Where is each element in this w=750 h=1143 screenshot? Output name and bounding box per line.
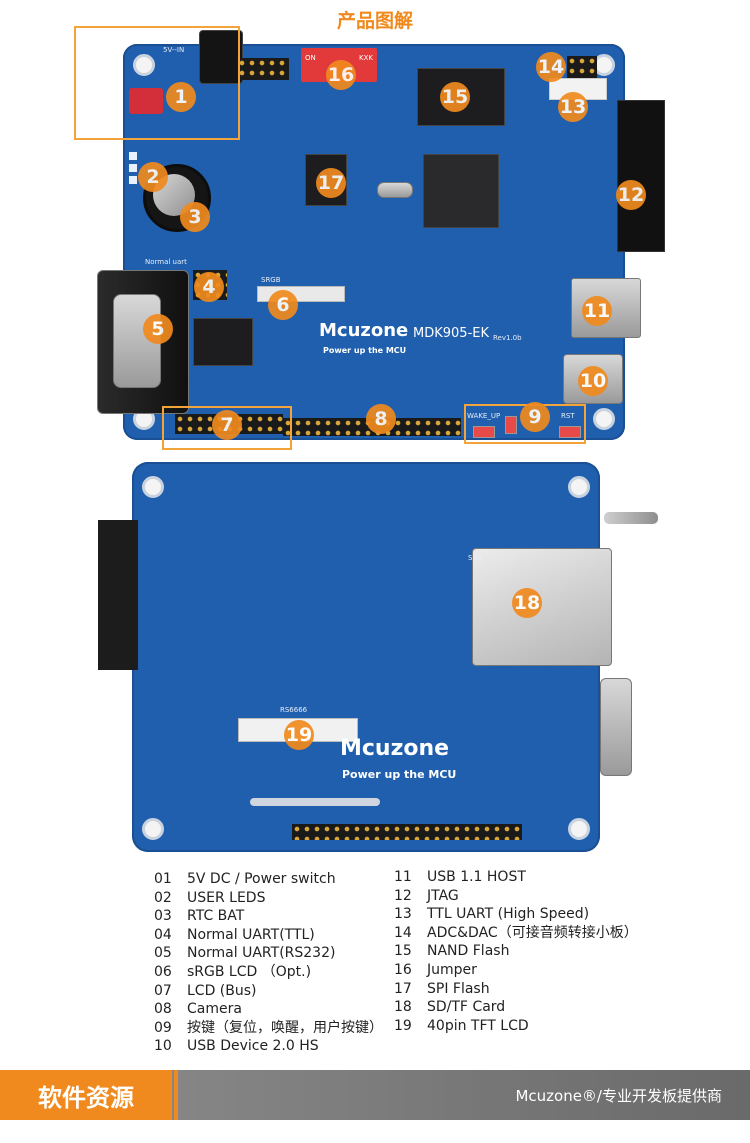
- silk-rst: RST: [561, 412, 575, 420]
- frame-1: [74, 26, 240, 140]
- badge-7: 7: [212, 410, 242, 440]
- silk-kxk: KXK: [359, 54, 373, 62]
- badge-8: 8: [366, 404, 396, 434]
- badge-9: 9: [520, 402, 550, 432]
- silk-j5: 5V--IN: [163, 46, 185, 54]
- mcu-chip: [423, 154, 499, 228]
- frame-7: [162, 406, 292, 450]
- badge-6: 6: [268, 290, 298, 320]
- pin-header: [237, 58, 289, 80]
- silk-srgb: SRGB: [261, 276, 281, 284]
- board-rev: Rev1.0b: [493, 334, 522, 342]
- badge-4: 4: [194, 272, 224, 302]
- rs232-chip: [193, 318, 253, 366]
- badge-19: 19: [284, 720, 314, 750]
- silk-sd1: SD1: [468, 554, 483, 562]
- badge-10: 10: [578, 366, 608, 396]
- mount-hole: [568, 476, 590, 498]
- badge-14: 14: [536, 52, 566, 82]
- board-model: MDK905-EK: [413, 326, 489, 341]
- badge-3: 3: [180, 202, 210, 232]
- silk-normal-uart: Normal uart: [145, 258, 187, 266]
- jtag-connector: [617, 100, 665, 252]
- section-label: 软件资源: [0, 1070, 178, 1120]
- top-board: 5V--IN ON KXK Normal uart SRGB Mcuzone M…: [97, 30, 665, 440]
- badge-5: 5: [143, 314, 173, 344]
- led: [129, 152, 137, 160]
- bottom-tagline: Power up the MCU: [342, 768, 457, 781]
- dc-jack: [199, 30, 243, 84]
- page-title: 产品图解: [336, 10, 413, 32]
- badge-13: 13: [558, 92, 588, 122]
- badge-15: 15: [440, 82, 470, 112]
- mount-hole: [142, 476, 164, 498]
- silk-rs6666: RS6666: [280, 706, 308, 714]
- reset-button: [559, 426, 581, 438]
- switch-lever: [604, 512, 658, 524]
- footer-bar: 软件资源 Mcuzone®/专业开发板提供商: [0, 1070, 750, 1120]
- badge-1: 1: [166, 82, 196, 112]
- bottom-logo: Mcuzone: [340, 736, 450, 761]
- board-tagline: Power up the MCU: [323, 346, 407, 355]
- footer-brand: Mcuzone®/专业开发板提供商: [515, 1086, 722, 1105]
- power-switch: [129, 88, 163, 114]
- silk-on: ON: [305, 54, 316, 62]
- badge-17: 17: [316, 168, 346, 198]
- led: [129, 176, 137, 184]
- jtag-back: [98, 520, 138, 670]
- silk-wake-up: WAKE_UP: [467, 412, 501, 420]
- badge-16: 16: [326, 60, 356, 90]
- db9-back: [600, 678, 632, 776]
- badge-12: 12: [616, 180, 646, 210]
- crystal: [377, 182, 413, 198]
- badge-18: 18: [512, 588, 542, 618]
- adc-dac-header: [567, 56, 597, 78]
- badge-2: 2: [138, 162, 168, 192]
- led: [129, 164, 137, 172]
- bottom-pin-row: [292, 824, 522, 840]
- mount-hole: [568, 818, 590, 840]
- mount-hole: [133, 54, 155, 76]
- wake-up-button: [473, 426, 495, 438]
- badge-11: 11: [582, 296, 612, 326]
- user-button: [505, 416, 517, 434]
- bottom-board: SD1 RS6666 Mcuzone Power up the MCU: [98, 462, 658, 852]
- silkscreen-bar: [250, 798, 380, 806]
- sd-card-slot: [472, 548, 612, 666]
- mount-hole: [142, 818, 164, 840]
- board-logo: Mcuzone: [319, 320, 409, 341]
- mount-hole: [593, 408, 615, 430]
